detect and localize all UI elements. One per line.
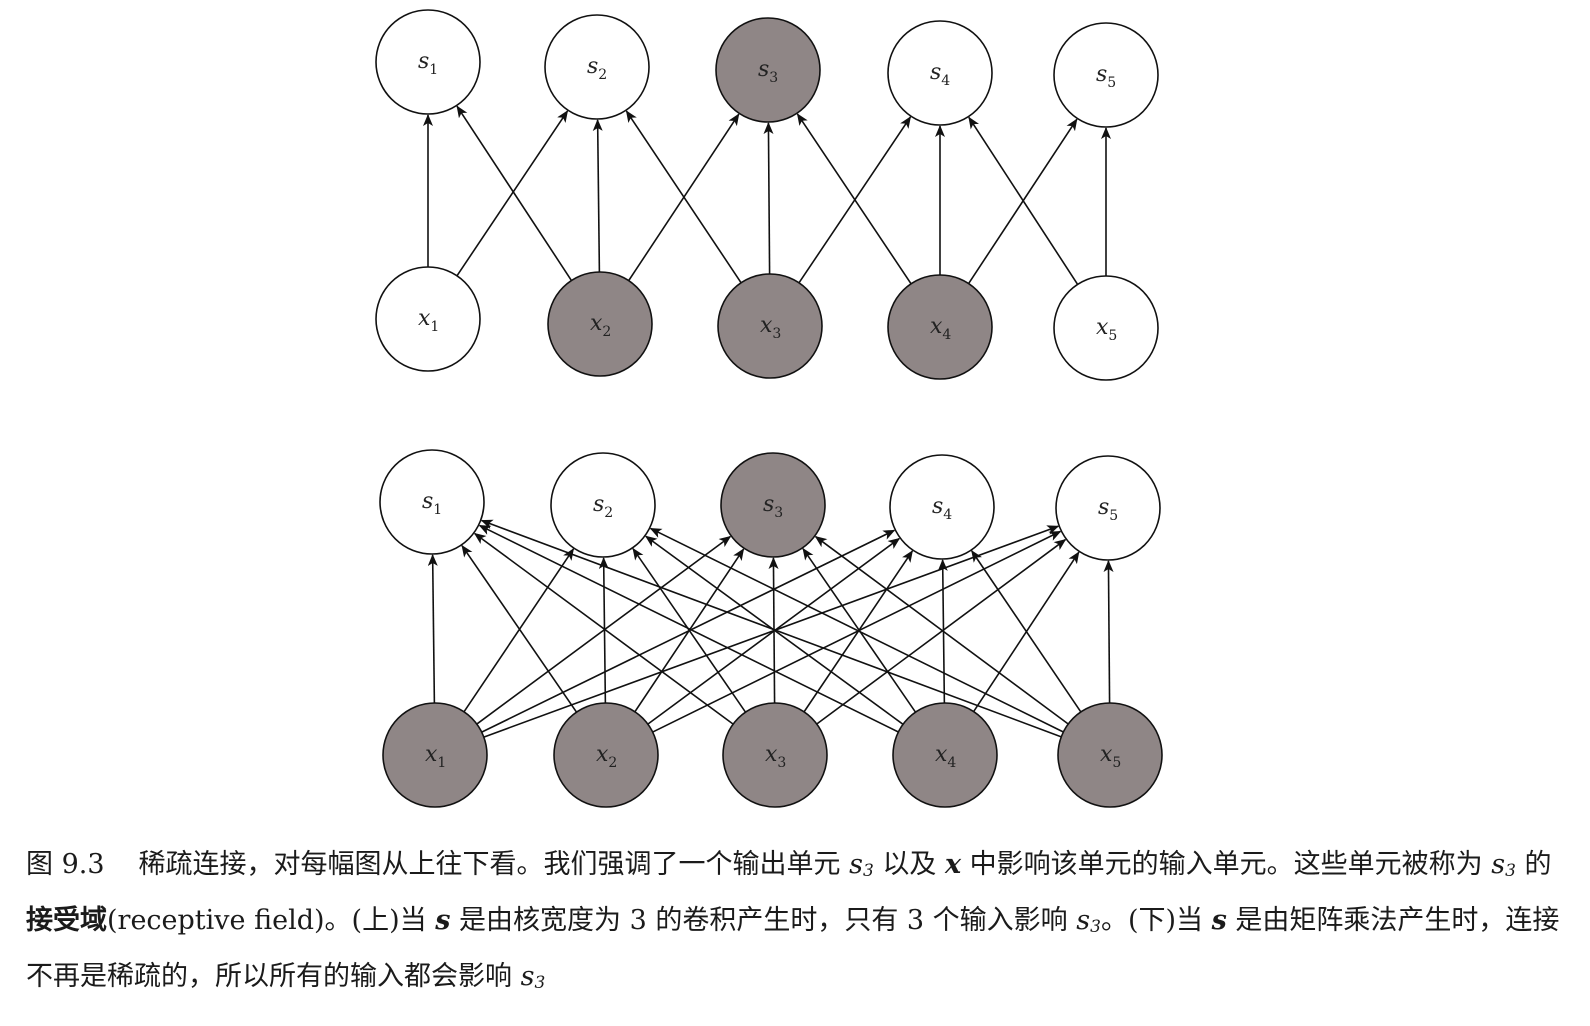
edge-x3-to-s3	[763, 121, 774, 275]
edge-x3-to-s2	[625, 110, 742, 284]
input-node-x1: x1	[375, 266, 481, 372]
symbol-x: x	[944, 849, 962, 880]
output-node-s2: s2	[544, 14, 650, 120]
connectivity-figure: s1 s2 s3 s4 s5 x1 x2 x3 x4 x5 s1 s2 s3 s4 s5 x1 x2 x3 x4 x…	[375, 9, 1163, 808]
input-node-x4: x4	[887, 274, 993, 380]
output-node-s2: s2	[550, 452, 656, 558]
edge-x1-to-s1	[427, 553, 438, 704]
edge-x1-to-s2	[463, 548, 575, 713]
sparse-connectivity-diagram: s1 s2 s3 s4 s5 x1 x2 x3 x4 x5	[375, 9, 1159, 381]
edge-x5-to-s4	[971, 550, 1082, 713]
edge-x5-to-s5	[1103, 559, 1114, 704]
symbol-s3: s3	[849, 849, 874, 881]
edge-x5-to-s3	[814, 535, 1069, 725]
edge-x3-to-s1	[473, 532, 734, 725]
edge-x4-to-s3	[796, 113, 912, 285]
input-node-x4: x4	[892, 702, 998, 808]
edge-x4-to-s3	[802, 547, 917, 713]
edge-x5-to-s1	[480, 519, 1062, 738]
edge-x5-to-s4	[968, 116, 1079, 285]
output-node-s5: s5	[1055, 455, 1161, 561]
edge-x2-to-s1	[456, 105, 573, 281]
symbol-s3: s3	[1076, 905, 1101, 937]
symbol-s: s	[1211, 905, 1227, 936]
symbol-s3: s3	[520, 961, 546, 993]
input-node-x3: x3	[722, 702, 828, 808]
input-node-x2: x2	[553, 702, 659, 808]
input-node-x3: x3	[717, 273, 823, 379]
term-receptive-field: 接受域	[26, 905, 107, 936]
input-node-x5: x5	[1057, 702, 1163, 808]
edge-x3-to-s2	[632, 547, 747, 713]
output-node-s5: s5	[1053, 22, 1159, 128]
output-node-s1: s1	[375, 9, 481, 115]
edge-x1-to-s5	[483, 525, 1060, 738]
edge-x2-to-s5	[652, 530, 1062, 733]
input-node-x2: x2	[547, 271, 653, 377]
output-node-s4: s4	[887, 20, 993, 126]
output-node-s4: s4	[889, 454, 995, 560]
output-node-s3: s3	[715, 17, 821, 123]
figure-number: 图 9.3	[26, 849, 105, 880]
output-node-s1: s1	[379, 449, 485, 555]
input-node-x1: x1	[382, 702, 488, 808]
dense-connectivity-diagram: s1 s2 s3 s4 s5 x1 x2 x3 x4 x5	[379, 449, 1163, 808]
edge-x2-to-s2	[598, 556, 609, 704]
symbol-s: s	[435, 905, 451, 936]
edge-x1-to-s2	[456, 110, 569, 277]
symbol-s3: s3	[1491, 849, 1516, 881]
edge-x2-to-s1	[461, 544, 578, 713]
edge-x4-to-s1	[478, 524, 899, 733]
edge-x5-to-s2	[649, 527, 1064, 733]
edge-x3-to-s5	[816, 538, 1067, 725]
output-node-s3: s3	[720, 452, 826, 558]
input-node-x5: x5	[1053, 275, 1159, 381]
edge-x2-to-s2	[592, 118, 603, 273]
